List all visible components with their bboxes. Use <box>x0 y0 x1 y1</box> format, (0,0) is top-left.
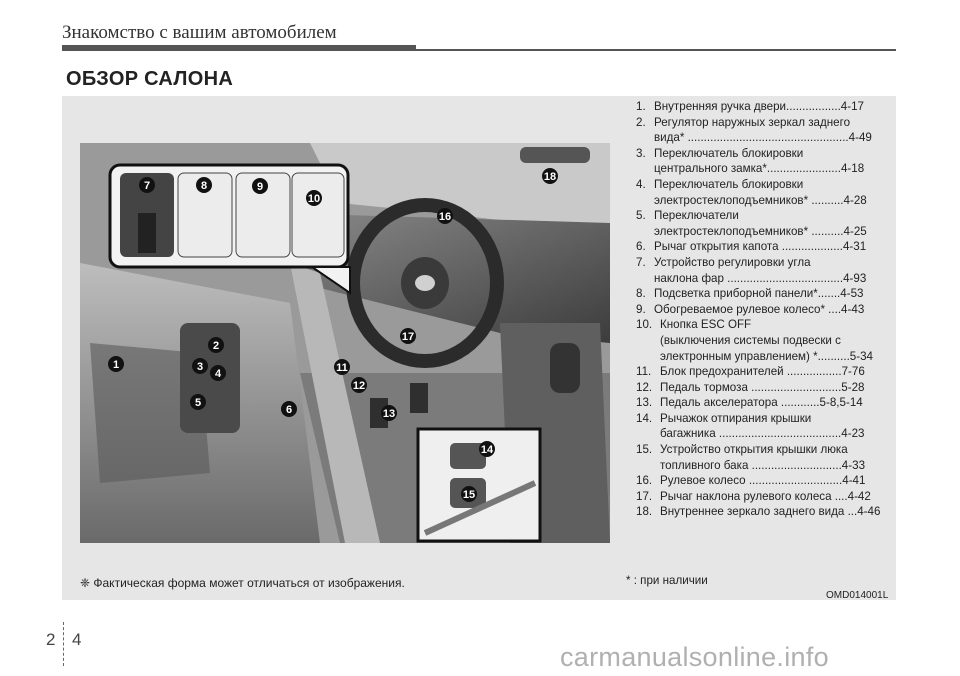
list-item: 2.Регулятор наружных зеркал заднего вида… <box>636 115 894 146</box>
image-footnote: ❈ Фактическая форма может отличаться от … <box>80 576 405 590</box>
svg-text:17: 17 <box>402 331 414 343</box>
svg-text:2: 2 <box>213 340 219 352</box>
list-item: 18.Внутреннее зеркало заднего вида ...4-… <box>636 504 894 520</box>
callout-14: 14 <box>479 441 495 457</box>
svg-text:11: 11 <box>336 362 348 374</box>
list-item: 16.Рулевое колесо ......................… <box>636 473 894 489</box>
list-item: 6.Рычаг открытия капота ................… <box>636 239 894 255</box>
items-list: 1.Внутренняя ручка двери................… <box>636 99 894 520</box>
callout-18: 18 <box>542 168 558 184</box>
callout-17: 17 <box>400 328 416 344</box>
callout-9: 9 <box>252 178 268 194</box>
callout-16: 16 <box>437 208 453 224</box>
callout-7: 7 <box>139 177 155 193</box>
list-item: 11.Блок предохранителей ................… <box>636 364 894 380</box>
page-number-section: 2 <box>46 630 55 650</box>
callout-5: 5 <box>190 394 206 410</box>
list-item: 10.Кнопка ESC OFF (выключения системы по… <box>636 317 894 364</box>
section-title: ОБЗОР САЛОНА <box>66 68 233 91</box>
list-item: 5.Переключатели электростеклоподъемников… <box>636 208 894 239</box>
svg-text:3: 3 <box>197 361 203 373</box>
availability-note: * : при наличии <box>626 574 708 587</box>
callout-4: 4 <box>210 365 226 381</box>
list-item: 4.Переключатель блокировки электростекло… <box>636 177 894 208</box>
list-item: 1.Внутренняя ручка двери................… <box>636 99 894 115</box>
svg-text:12: 12 <box>353 380 365 392</box>
page-divider <box>63 622 64 666</box>
callout-2: 2 <box>208 337 224 353</box>
page-header-title: Знакомство с вашим автомобилем <box>62 22 337 44</box>
header-rule <box>62 45 416 51</box>
svg-text:18: 18 <box>544 171 556 183</box>
svg-text:4: 4 <box>215 368 222 380</box>
callout-10: 10 <box>306 190 322 206</box>
svg-text:14: 14 <box>481 444 494 456</box>
callout-15: 15 <box>461 486 477 502</box>
list-item: 8.Подсветка приборной панели*.......4-53 <box>636 286 894 302</box>
callout-12: 12 <box>351 377 367 393</box>
callout-11: 11 <box>334 359 350 375</box>
svg-text:13: 13 <box>383 408 395 420</box>
callout-layer: 1 2 3 4 5 6 7 8 9 10 11 12 13 14 15 16 1… <box>80 143 610 543</box>
svg-text:7: 7 <box>144 180 150 192</box>
svg-text:16: 16 <box>439 211 451 223</box>
list-item: 12.Педаль тормоза ......................… <box>636 380 894 396</box>
svg-text:5: 5 <box>195 397 201 409</box>
list-item: 15.Устройство открытия крышки люка топли… <box>636 442 894 473</box>
list-item: 9.Обогреваемое рулевое колесо* ....4-43 <box>636 302 894 318</box>
page-number: 4 <box>72 630 81 650</box>
svg-text:9: 9 <box>257 181 263 193</box>
callout-3: 3 <box>192 358 208 374</box>
svg-text:6: 6 <box>286 404 292 416</box>
svg-text:10: 10 <box>308 193 320 205</box>
header-rule-thin <box>416 49 896 51</box>
callout-6: 6 <box>281 401 297 417</box>
svg-text:8: 8 <box>201 180 207 192</box>
list-item: 3.Переключатель блокировки центрального … <box>636 146 894 177</box>
svg-text:1: 1 <box>113 359 119 371</box>
callout-1: 1 <box>108 356 124 372</box>
svg-text:15: 15 <box>463 489 475 501</box>
list-item: 17.Рычаг наклона рулевого колеса ....4-4… <box>636 489 894 505</box>
callout-13: 13 <box>381 405 397 421</box>
list-item: 7.Устройство регулировки угла наклона фа… <box>636 255 894 286</box>
list-item: 14.Рычажок отпирания крышки багажника ..… <box>636 411 894 442</box>
callout-8: 8 <box>196 177 212 193</box>
list-item: 13.Педаль акселератора ............5-8,5… <box>636 395 894 411</box>
watermark: carmanualsonline.info <box>560 642 829 673</box>
image-code: OMD014001L <box>826 590 888 601</box>
interior-illustration: 1 2 3 4 5 6 7 8 9 10 11 12 13 14 15 16 1… <box>80 143 610 543</box>
